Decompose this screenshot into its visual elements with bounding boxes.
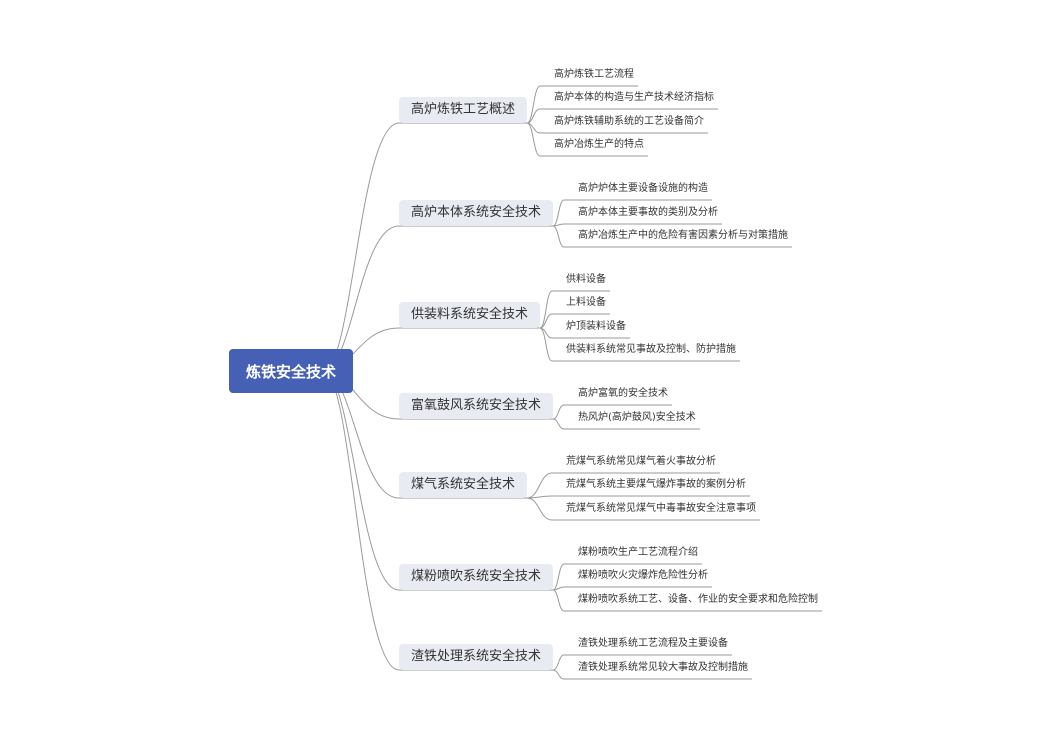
leaf-node[interactable]: 高炉冶炼生产中的危险有害因素分析与对策措施 [578,230,788,241]
leaf-node[interactable]: 炉顶装料设备 [566,321,626,332]
connector-line [526,108,541,124]
leaf-node[interactable]: 高炉炼铁工艺流程 [554,69,634,80]
branch-node[interactable]: 煤气系统安全技术 [399,472,528,498]
leaf-node[interactable]: 煤粉喷吹系统工艺、设备、作业的安全要求和危险控制 [578,594,818,605]
connector-line [526,85,541,124]
leaf-node[interactable]: 煤粉喷吹生产工艺流程介绍 [578,547,698,558]
connector-line [539,290,553,329]
connector-line [526,122,541,157]
connector-line [552,669,565,680]
branch-node[interactable]: 富氧鼓风系统安全技术 [399,393,554,419]
connector-line [552,563,565,591]
leaf-node[interactable]: 煤粉喷吹火灾爆炸危险性分析 [578,570,708,581]
connector-line [539,327,553,362]
branch-node[interactable]: 高炉炼铁工艺概述 [399,97,528,123]
connector-line [322,370,400,671]
connector-line [322,370,400,591]
connector-line [552,404,565,420]
branch-node[interactable]: 高炉本体系统安全技术 [399,200,554,226]
leaf-node[interactable]: 高炉炉体主要设备设施的构造 [578,183,708,194]
branch-node[interactable]: 煤粉喷吹系统安全技术 [399,564,554,590]
leaf-node[interactable]: 高炉炼铁辅助系统的工艺设备简介 [554,116,704,127]
leaf-node[interactable]: 供装料系统常见事故及控制、防护措施 [566,344,736,355]
connector-line [552,589,565,612]
leaf-node[interactable]: 荒煤气系统常见煤气着火事故分析 [566,456,716,467]
root-node[interactable]: 炼铁安全技术 [229,349,353,393]
connector-line [552,225,565,248]
leaf-node[interactable]: 荒煤气系统常见煤气中毒事故安全注意事项 [566,503,756,514]
leaf-node[interactable]: 高炉本体主要事故的类别及分析 [578,207,718,218]
leaf-node[interactable]: 渣铁处理系统常见较大事故及控制措施 [578,662,748,673]
leaf-node[interactable]: 高炉本体的构造与生产技术经济指标 [554,92,714,103]
leaf-node[interactable]: 高炉冶炼生产的特点 [554,139,644,150]
leaf-node[interactable]: 高炉富氧的安全技术 [578,388,668,399]
branch-node[interactable]: 渣铁处理系统安全技术 [399,644,554,670]
branch-node[interactable]: 供装料系统安全技术 [399,302,541,328]
leaf-node[interactable]: 渣铁处理系统工艺流程及主要设备 [578,638,728,649]
connector-line [526,472,553,499]
leaf-node[interactable]: 热风炉(高炉鼓风)安全技术 [578,412,696,423]
connector-line [552,199,565,227]
connector-line [322,122,400,372]
leaf-node[interactable]: 上料设备 [566,297,606,308]
connector-line [539,313,553,329]
connector-line [552,654,565,671]
connector-line [526,497,553,521]
connector-line [552,586,565,591]
leaf-node[interactable]: 荒煤气系统主要煤气爆炸事故的案例分析 [566,479,746,490]
connector-line [552,418,565,430]
leaf-node[interactable]: 供料设备 [566,274,606,285]
